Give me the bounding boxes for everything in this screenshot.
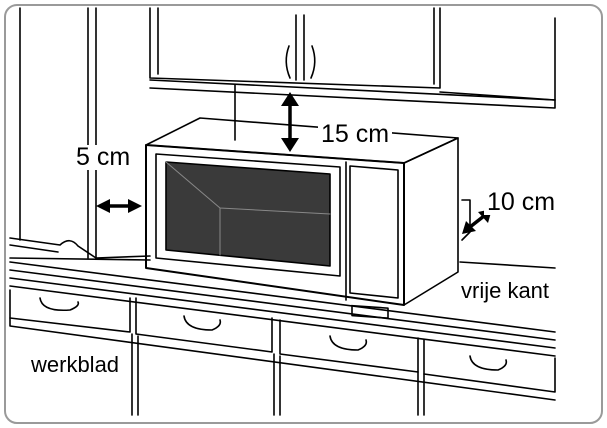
lower-cabinets — [9, 289, 556, 416]
microwave-window — [165, 161, 331, 267]
arrow-up-head — [281, 92, 299, 106]
free-side-label: vrije kant — [461, 278, 550, 303]
drawer-handle-1 — [39, 297, 80, 312]
left-cabinet — [9, 7, 151, 259]
arrow-diag-down-head — [462, 221, 476, 234]
control-panel — [349, 165, 399, 299]
drawer-handle-3 — [329, 335, 368, 351]
image-frame — [4, 4, 603, 424]
arrow-down-head — [281, 138, 299, 152]
drawer-handle-4 — [469, 355, 508, 371]
right-wall-edge — [461, 199, 471, 241]
countertop-label: werkblad — [31, 352, 120, 377]
right-clearance-label: 10 cm — [484, 190, 559, 215]
top-clearance-label: 15 cm — [318, 122, 393, 147]
left-clearance-label: 5 cm — [73, 145, 134, 170]
cabinet-handle-left — [285, 45, 291, 79]
arrow-right-head — [128, 199, 142, 213]
microwave-oven — [145, 117, 459, 319]
countertop — [9, 257, 556, 357]
arrow-left-head — [96, 199, 110, 213]
cabinet-handle-right — [310, 45, 316, 79]
upper-cabinet — [149, 7, 556, 141]
drawer-handle-2 — [183, 315, 222, 331]
